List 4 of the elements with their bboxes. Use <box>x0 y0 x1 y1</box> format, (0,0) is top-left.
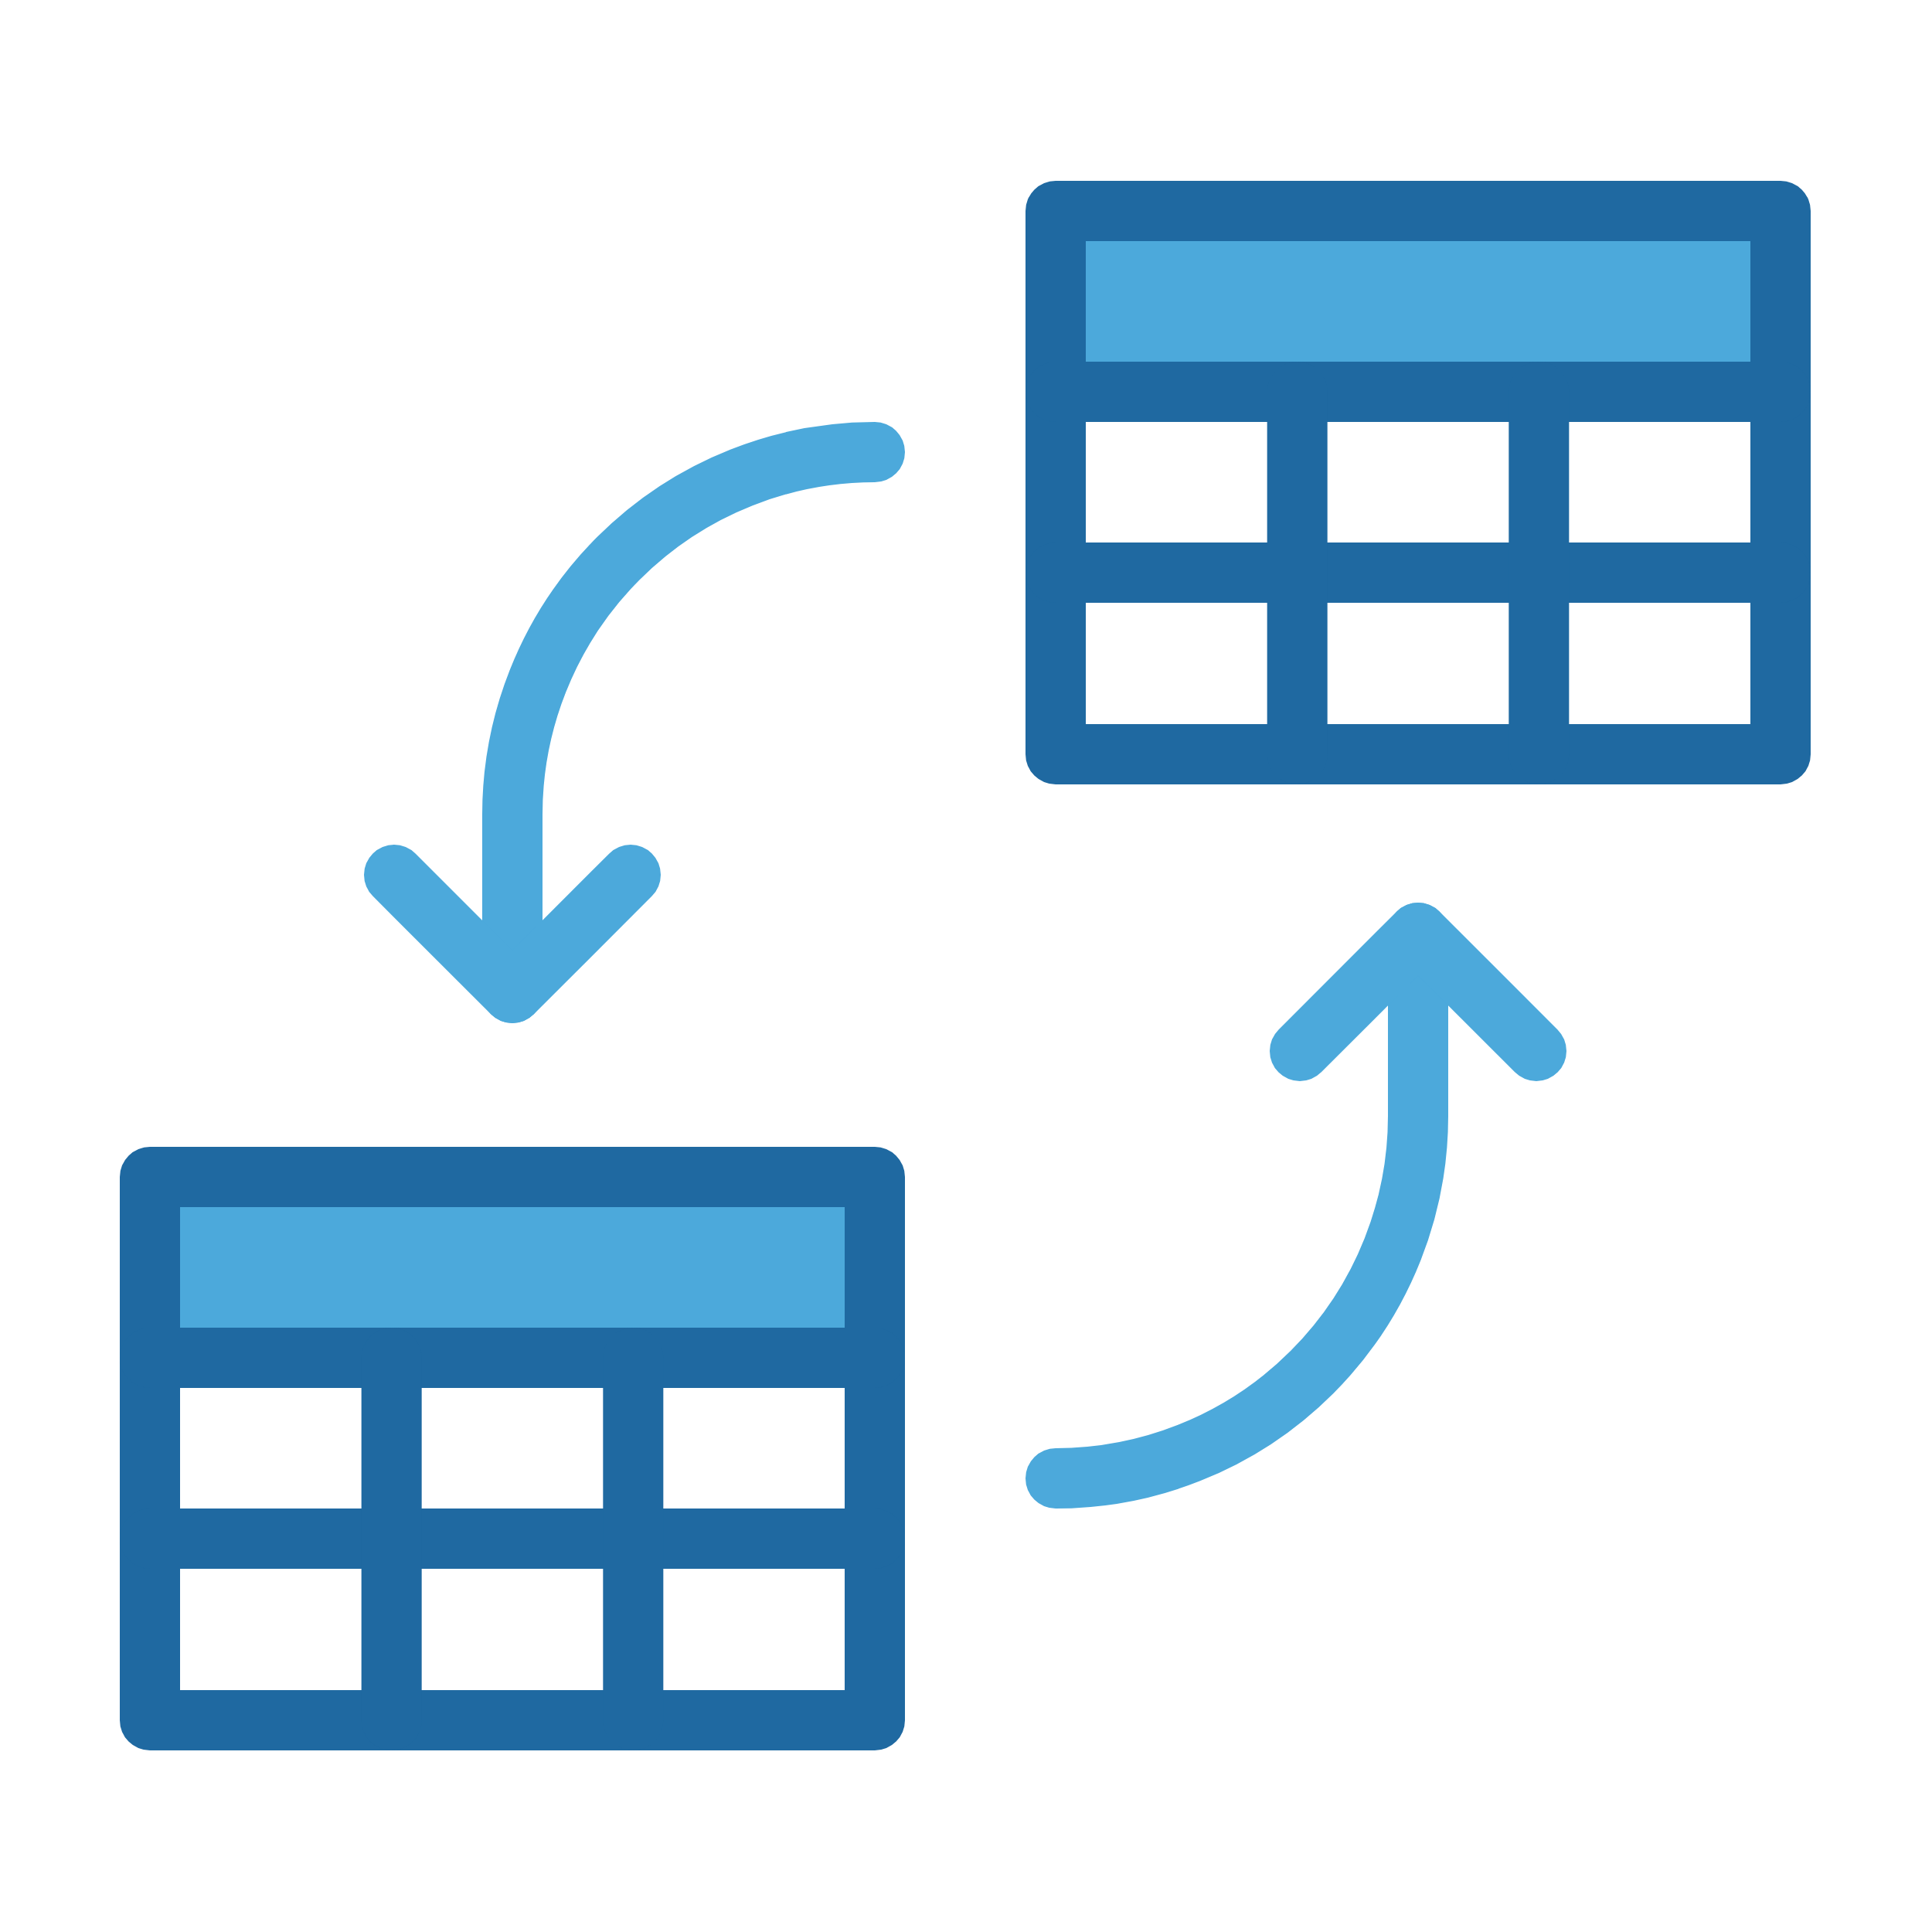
curved-arrow <box>1026 903 1566 1509</box>
table-drawing <box>120 1147 905 1750</box>
table-drawing <box>1026 181 1811 784</box>
curved-arrow <box>364 422 905 1023</box>
